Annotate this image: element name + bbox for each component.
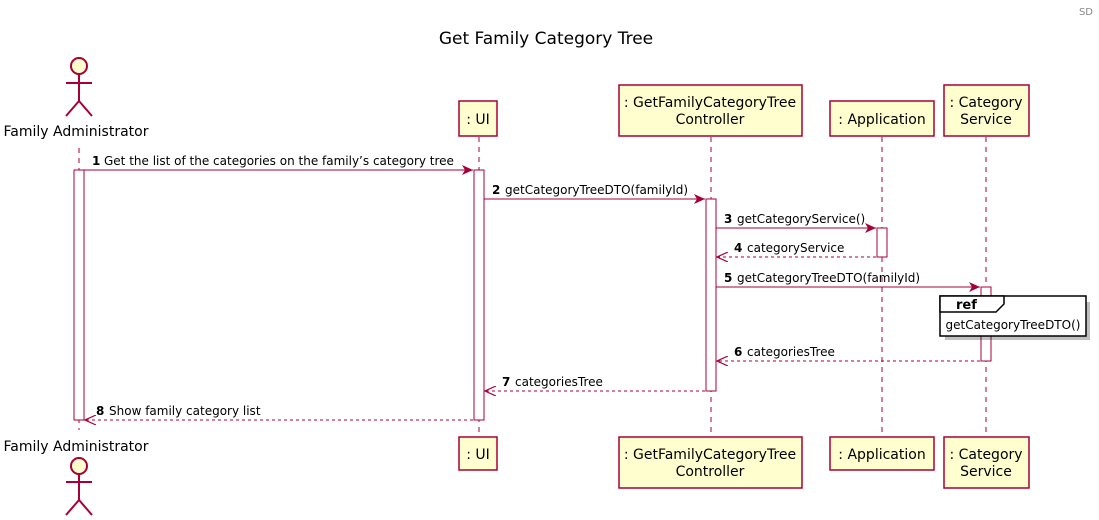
ref-frame: ref getCategoryTreeDTO() <box>939 295 1090 340</box>
activation-controller <box>705 198 717 392</box>
participant-category-service-bottom: : Category Service <box>943 436 1030 489</box>
message-5: 5 getCategoryTreeDTO(familyId) <box>716 271 980 292</box>
actor-icon <box>65 57 93 117</box>
message-3: 3 getCategoryService() <box>716 212 876 233</box>
message-number: 5 <box>724 271 732 285</box>
participant-label-line1: : GetFamilyCategoryTree <box>624 95 796 111</box>
participant-label-line2: Service <box>960 464 1012 480</box>
participant-label-line2: Controller <box>676 112 745 128</box>
activation-ui <box>473 169 485 421</box>
actor-label: Family Administrator <box>4 439 149 455</box>
participant-application-top: : Application <box>829 100 935 137</box>
message-number: 8 <box>96 404 104 418</box>
activation-admin <box>73 169 85 421</box>
participant-admin-bottom: Family Administrator <box>4 439 149 516</box>
message-text: getCategoryTreeDTO(familyId) <box>505 183 688 197</box>
message-text: getCategoryService() <box>737 212 865 226</box>
participant-controller-bottom: : GetFamilyCategoryTree Controller <box>618 436 803 489</box>
message-number: 2 <box>492 183 500 197</box>
message-number: 3 <box>724 212 732 226</box>
participant-label-line1: : Category <box>949 447 1022 463</box>
message-6: 6 categoriesTree <box>717 345 980 361</box>
message-text: Show family category list <box>109 404 261 418</box>
message-text: Get the list of the categories on the fa… <box>104 154 454 168</box>
message-text: getCategoryTreeDTO(familyId) <box>737 271 920 285</box>
participant-ui-top: : UI <box>458 100 498 137</box>
participant-category-service-top: : Category Service <box>943 84 1030 137</box>
message-4: 4 categoryService <box>717 241 876 257</box>
participant-controller-top: : GetFamilyCategoryTree Controller <box>618 84 803 137</box>
actor-label: Family Administrator <box>4 124 149 140</box>
actor-icon <box>65 457 93 516</box>
message-number: 1 <box>92 154 100 168</box>
participant-label-line1: : GetFamilyCategoryTree <box>624 447 796 463</box>
activation-application <box>876 227 888 258</box>
participant-label: : Application <box>838 447 925 463</box>
message-8: 8 Show family category list <box>85 404 473 420</box>
participant-label-line1: : Category <box>949 95 1022 111</box>
message-number: 7 <box>502 375 510 389</box>
message-7: 7 categoriesTree <box>485 375 705 391</box>
participant-ui-bottom: : UI <box>458 436 498 471</box>
participant-label: : UI <box>466 447 490 463</box>
participant-application-bottom: : Application <box>829 436 935 471</box>
participant-label: : UI <box>466 112 490 128</box>
ref-label: ref <box>956 298 977 313</box>
message-1: 1 Get the list of the categories on the … <box>84 154 473 175</box>
corner-tag: SD <box>1079 7 1093 18</box>
participant-label-line2: Controller <box>676 464 745 480</box>
message-text: categoryService <box>747 241 844 255</box>
diagram-title: Get Family Category Tree <box>439 29 653 49</box>
ref-text: getCategoryTreeDTO() <box>946 318 1081 332</box>
participant-admin-top: Family Administrator <box>4 57 149 140</box>
message-2: 2 getCategoryTreeDTO(familyId) <box>484 183 705 204</box>
message-number: 6 <box>734 345 742 359</box>
message-text: categoriesTree <box>515 375 603 389</box>
participant-label-line2: Service <box>960 112 1012 128</box>
message-number: 4 <box>734 241 742 255</box>
participant-label: : Application <box>838 112 925 128</box>
message-text: categoriesTree <box>747 345 835 359</box>
